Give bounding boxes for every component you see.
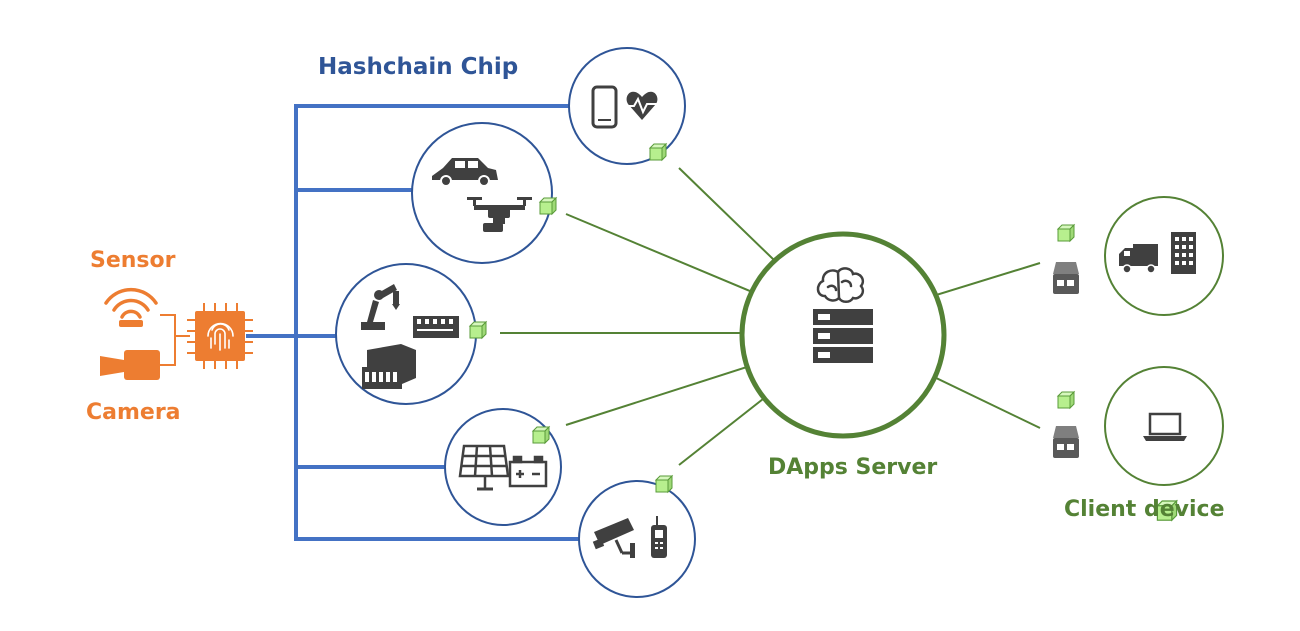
- wifi-sensor-icon: [104, 287, 158, 327]
- cctv-camera-icon: [592, 518, 635, 558]
- hashchain-chip-label: Hashchain Chip: [318, 54, 519, 80]
- laptop-client-node: [1053, 366, 1224, 486]
- gateway-hub-icon: [1053, 426, 1079, 458]
- client-device-label: Client device: [1064, 497, 1225, 522]
- battery-icon: [508, 455, 548, 488]
- building-icon: [1171, 232, 1196, 274]
- vehicle-drone-node: [411, 122, 557, 264]
- sensor-group: [100, 287, 253, 380]
- logistics-client-node: [1053, 196, 1224, 316]
- dapps-server-label: DApps Server: [768, 455, 938, 480]
- energy-node: [444, 408, 562, 526]
- robot-arm-icon: [361, 284, 400, 330]
- factory-node: [335, 263, 487, 405]
- smartphone-icon: [591, 85, 618, 129]
- laptop-icon: [1143, 412, 1187, 441]
- hash-block-icon: [655, 475, 673, 493]
- radio-icon: [651, 516, 667, 558]
- brain-icon: [816, 267, 865, 303]
- sensor-label: Sensor: [90, 248, 176, 273]
- truck-icon: [1119, 244, 1158, 274]
- hash-block-icon: [1057, 391, 1075, 409]
- gateway-hub-icon: [1053, 262, 1079, 294]
- video-camera-icon: [100, 350, 160, 380]
- camera-label: Camera: [86, 400, 181, 425]
- hash-block-icon: [469, 321, 487, 339]
- hash-block-icon: [649, 143, 667, 161]
- hash-block-icon: [1057, 224, 1075, 242]
- chip-bus-lines: [246, 104, 582, 541]
- factory-machine-icon: [362, 344, 416, 389]
- sensor-connectors: [160, 314, 190, 366]
- heartbeat-icon: [625, 91, 660, 120]
- fingerprint-chip-icon: [187, 303, 253, 369]
- drone-icon: [467, 197, 532, 232]
- solar-panel-icon: [458, 444, 510, 491]
- security-node: [578, 475, 696, 598]
- phone-health-node: [568, 47, 686, 165]
- dapps-server-node: [739, 231, 1178, 521]
- hash-block-icon: [539, 197, 557, 215]
- plc-icon: [413, 316, 459, 338]
- hash-block-icon: [532, 426, 550, 444]
- car-icon: [432, 158, 498, 187]
- server-rack-icon: [813, 309, 873, 363]
